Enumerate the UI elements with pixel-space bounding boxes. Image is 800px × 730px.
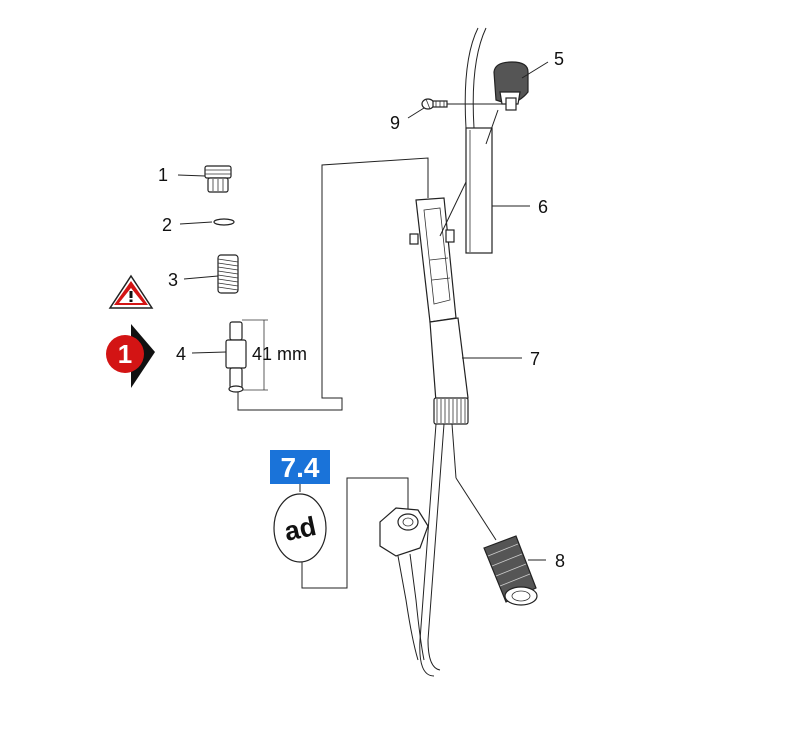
part-8-nozzle <box>451 423 538 606</box>
part-3-spring <box>217 254 239 294</box>
leader-lines <box>177 61 549 561</box>
dimension-label: 41 mm <box>252 344 307 364</box>
callout-9: 9 <box>390 113 400 133</box>
assembly-bracket-lines <box>237 157 429 589</box>
callout-1: 1 <box>158 165 168 185</box>
step-number: 1 <box>118 339 132 369</box>
warning-triangle-icon <box>108 274 154 309</box>
step-arrow-icon: 1 <box>106 324 155 388</box>
part-5-knob <box>493 61 529 111</box>
part-2-washer <box>213 218 235 226</box>
reference-badge: 7.4 <box>270 450 330 484</box>
part-4-valve <box>225 321 247 393</box>
callout-labels: 1 2 3 4 5 6 7 8 9 41 mm <box>158 49 565 571</box>
callout-8: 8 <box>555 551 565 571</box>
callout-4: 4 <box>176 344 186 364</box>
reference-badge-text: 7.4 <box>281 452 320 483</box>
callout-7: 7 <box>530 349 540 369</box>
part-6-rod <box>464 27 493 254</box>
oval-badge: ad <box>273 493 327 563</box>
dimension-bracket <box>242 319 268 391</box>
callout-5: 5 <box>554 49 564 69</box>
callout-2: 2 <box>162 215 172 235</box>
part-9-screw <box>421 98 448 110</box>
callout-3: 3 <box>168 270 178 290</box>
pipe-nut <box>379 507 429 661</box>
callout-6: 6 <box>538 197 548 217</box>
part-7-wand <box>409 197 469 677</box>
oval-badge-text: ad <box>282 511 319 547</box>
part-1-cap <box>204 165 232 193</box>
